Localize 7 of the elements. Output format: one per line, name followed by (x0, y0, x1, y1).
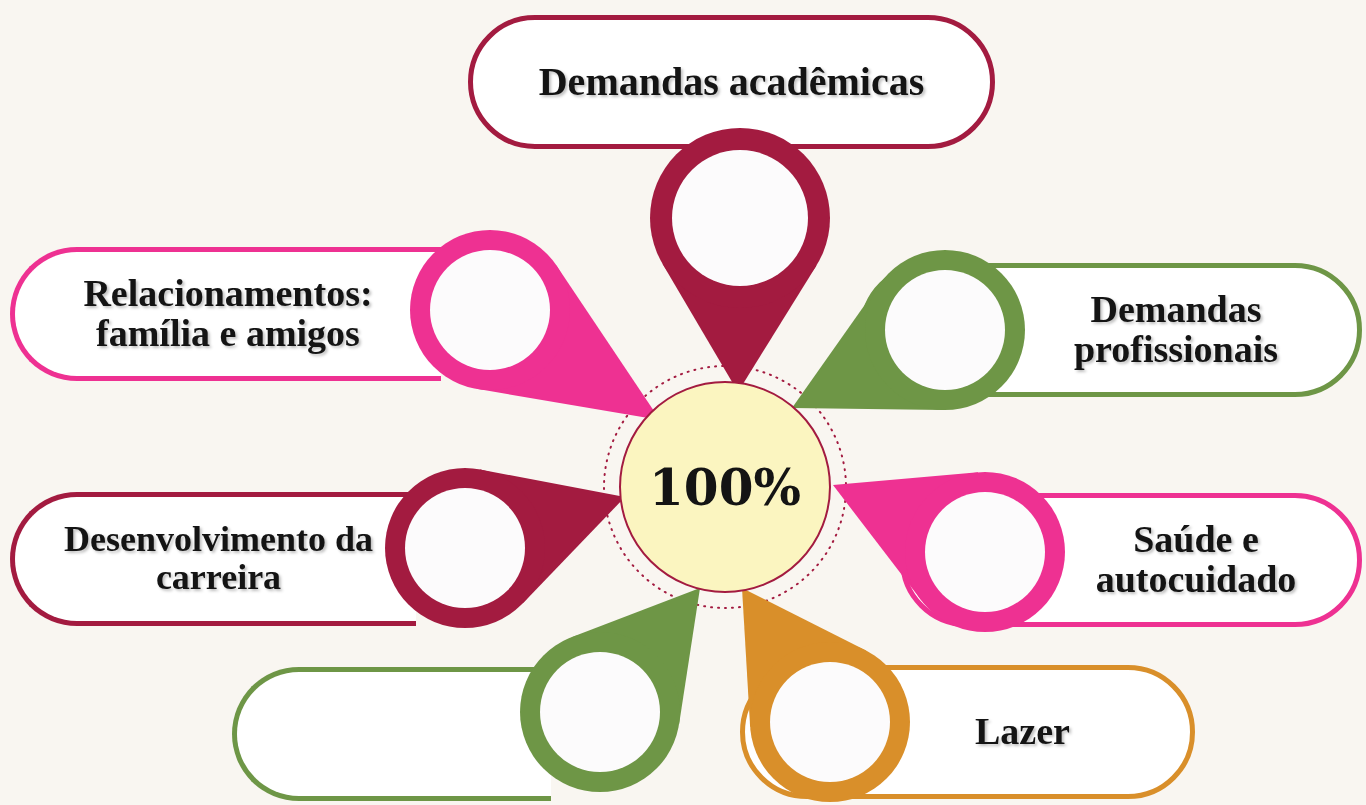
pill-label: Desenvolvimento da carreira (63, 521, 374, 597)
pill-label: Saúde e autocuidado (1094, 520, 1298, 600)
pill-label: Demandas profissionais (1072, 290, 1280, 370)
pill-label: Relacionamentos: família e amigos (82, 274, 374, 354)
center-label: 100% (649, 457, 801, 517)
pill-label: Lazer (975, 712, 1070, 752)
pill-label: Demandas acadêmicas (538, 61, 925, 103)
